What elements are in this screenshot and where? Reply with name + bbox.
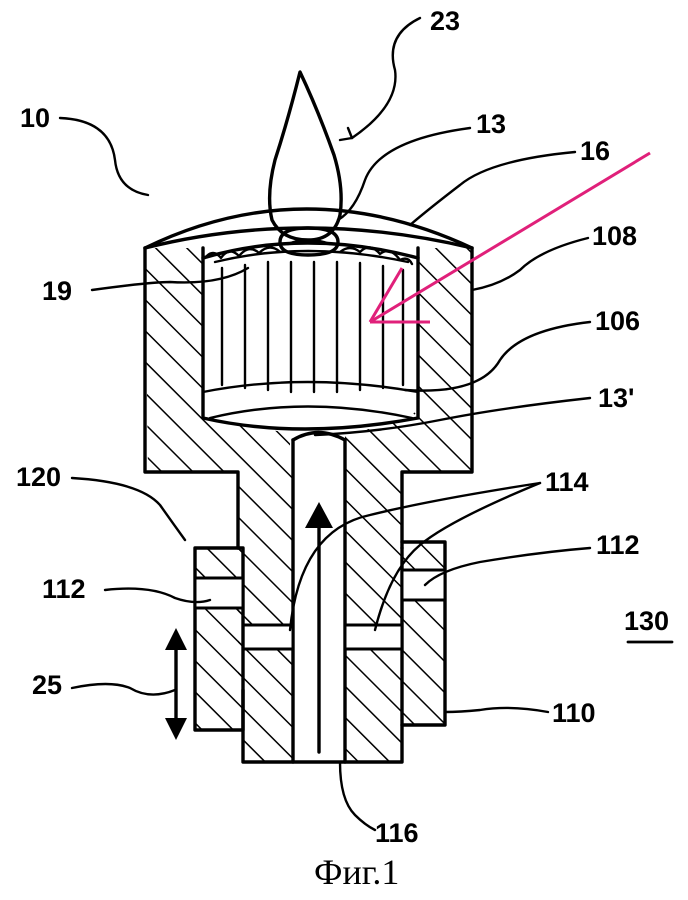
label-114: 114 (545, 467, 589, 497)
label-13: 13 (476, 109, 506, 139)
label-25: 25 (32, 670, 62, 700)
label-16: 16 (580, 136, 610, 166)
figure-caption: Фиг.1 (314, 852, 399, 892)
label-108: 108 (592, 221, 637, 251)
sleeve (193, 540, 447, 732)
label-120: 120 (16, 462, 61, 492)
flame-shape (267, 70, 343, 242)
label-23: 23 (430, 6, 460, 36)
flow-arrow (305, 502, 333, 754)
fluted-insert (201, 226, 420, 394)
leader-lines (58, 16, 674, 832)
motion-arrow (165, 628, 187, 740)
reference-labels: 10 23 13 16 108 19 106 13' 120 114 112 1… (16, 6, 669, 848)
upper-housing (143, 207, 474, 550)
label-130: 130 (624, 606, 669, 636)
label-19: 19 (42, 276, 72, 306)
label-10: 10 (20, 103, 50, 133)
label-13-prime: 13' (598, 383, 634, 413)
label-110: 110 (552, 698, 596, 728)
label-116: 116 (375, 818, 419, 848)
stem (238, 430, 404, 764)
accent-arrow (368, 151, 651, 324)
label-112-right: 112 (596, 530, 640, 560)
label-112-left: 112 (42, 574, 86, 604)
label-106: 106 (595, 306, 640, 336)
